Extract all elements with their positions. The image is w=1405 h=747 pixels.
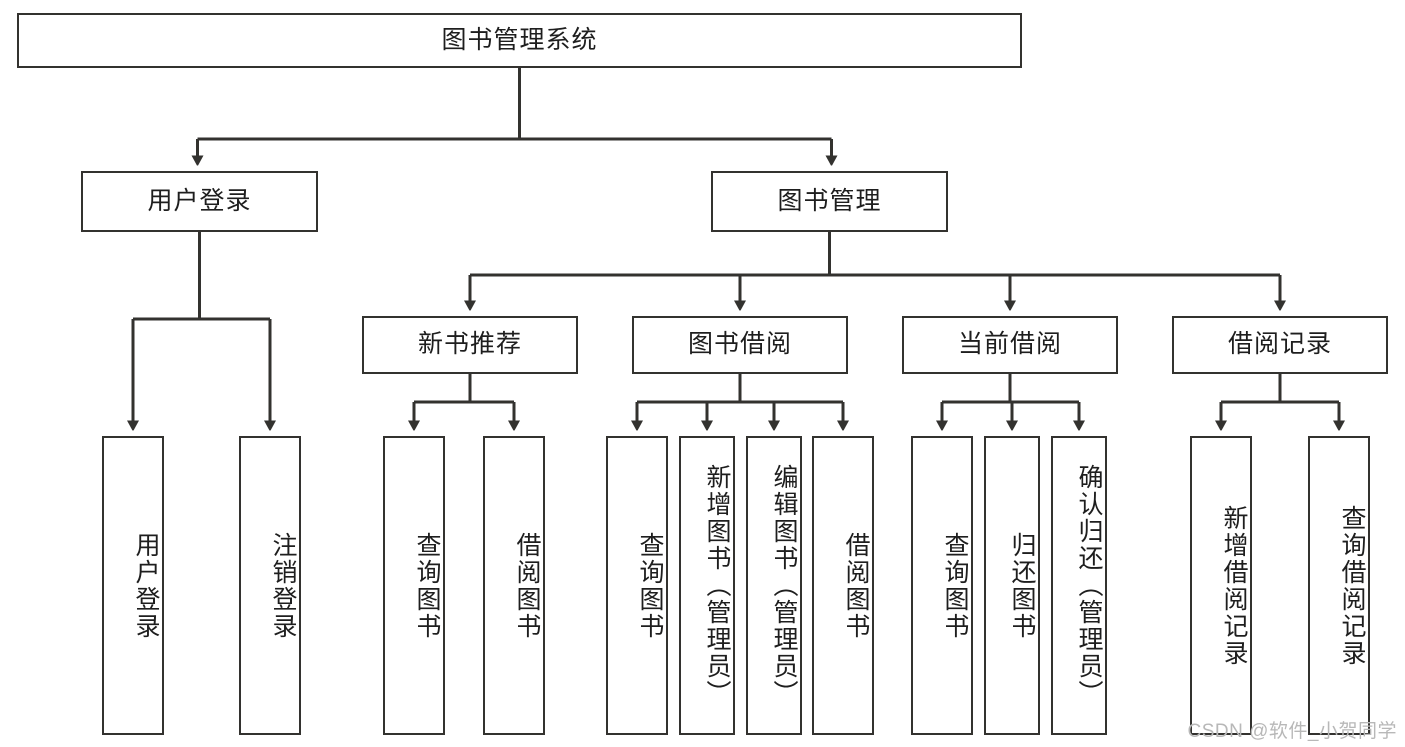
node-leaf-query-book-recommend[interactable]: 查询图书 bbox=[383, 436, 445, 735]
node-label: 查询借阅记录 bbox=[1338, 504, 1366, 667]
node-label: 查询图书 bbox=[636, 531, 664, 640]
node-leaf-borrow-book-recommend[interactable]: 借阅图书 bbox=[483, 436, 545, 735]
node-label: 图书借阅 bbox=[687, 330, 792, 359]
node-label: 图书管理 bbox=[777, 186, 882, 215]
node-leaf-edit-book-admin[interactable]: 编辑图书（管理员） bbox=[746, 436, 802, 735]
node-label: 新增图书（管理员） bbox=[703, 464, 731, 707]
node-level2-book-management[interactable]: 图书管理 bbox=[711, 171, 948, 232]
node-label: 用户登录 bbox=[132, 531, 160, 640]
node-root[interactable]: 图书管理系统 bbox=[17, 13, 1022, 68]
node-label: 当前借阅 bbox=[957, 330, 1062, 359]
node-label: 查询图书 bbox=[413, 531, 441, 640]
node-level2-user-login[interactable]: 用户登录 bbox=[81, 171, 318, 232]
node-label: 借阅记录 bbox=[1227, 330, 1332, 359]
node-leaf-confirm-return-admin[interactable]: 确认归还（管理员） bbox=[1051, 436, 1107, 735]
node-leaf-query-book-current[interactable]: 查询图书 bbox=[911, 436, 973, 735]
node-level3-borrow-record[interactable]: 借阅记录 bbox=[1172, 316, 1388, 374]
node-label: 借阅图书 bbox=[842, 531, 870, 640]
node-label: 新书推荐 bbox=[417, 330, 522, 359]
node-label: 注销登录 bbox=[269, 531, 297, 640]
node-label: 编辑图书（管理员） bbox=[770, 464, 798, 707]
node-label: 查询图书 bbox=[941, 531, 969, 640]
node-level3-new-book-recommend[interactable]: 新书推荐 bbox=[362, 316, 578, 374]
node-leaf-borrow-book[interactable]: 借阅图书 bbox=[812, 436, 874, 735]
node-label: 归还图书 bbox=[1008, 531, 1036, 640]
node-leaf-add-book-admin[interactable]: 新增图书（管理员） bbox=[679, 436, 735, 735]
node-label: 用户登录 bbox=[147, 186, 252, 215]
node-leaf-add-borrow-record[interactable]: 新增借阅记录 bbox=[1190, 436, 1252, 735]
csdn-watermark: CSDN @软件_小贺同学 bbox=[1187, 721, 1397, 742]
node-leaf-return-book[interactable]: 归还图书 bbox=[984, 436, 1040, 735]
node-leaf-logout[interactable]: 注销登录 bbox=[239, 436, 301, 735]
node-label: 确认归还（管理员） bbox=[1075, 464, 1103, 707]
node-label: 新增借阅记录 bbox=[1220, 504, 1248, 667]
node-leaf-user-login[interactable]: 用户登录 bbox=[102, 436, 164, 735]
node-level3-book-borrow[interactable]: 图书借阅 bbox=[632, 316, 848, 374]
node-label: 借阅图书 bbox=[513, 531, 541, 640]
node-level3-current-borrow[interactable]: 当前借阅 bbox=[902, 316, 1118, 374]
node-leaf-query-book-borrow[interactable]: 查询图书 bbox=[606, 436, 668, 735]
node-label: 图书管理系统 bbox=[441, 25, 598, 54]
node-leaf-query-borrow-record[interactable]: 查询借阅记录 bbox=[1308, 436, 1370, 735]
